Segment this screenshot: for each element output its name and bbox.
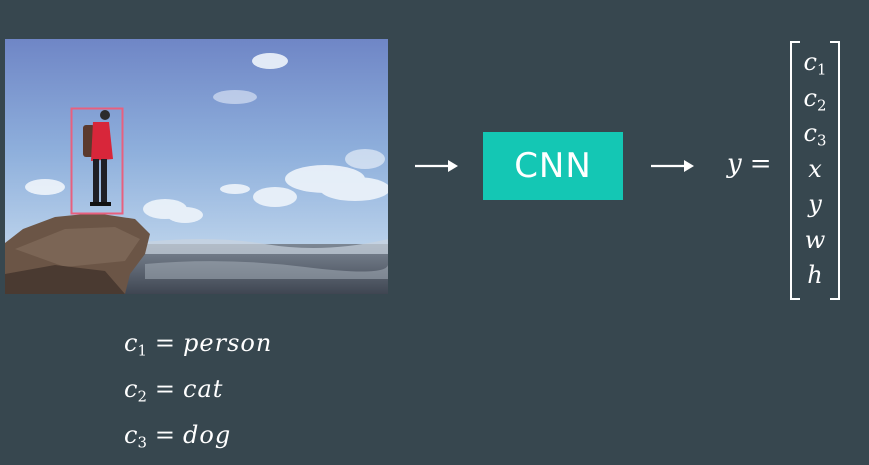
bounding-box [70,107,124,215]
arrow-right-icon [650,156,696,176]
class-name: cat [183,375,224,403]
equals-sign: = [154,375,176,403]
class-variable: c [124,329,138,357]
vector-item-base: c [803,83,817,112]
class-variable: c [124,375,138,403]
vector-item: h [807,258,822,294]
photo-illustration [5,39,388,294]
vector-item-base: c [803,48,817,76]
vector-item-subscript: 1 [816,60,827,79]
arrow-right-icon [414,156,460,176]
vector-item-base: h [807,261,823,289]
class-variable: c [124,421,138,449]
output-equation: y= [727,149,772,179]
vector-item-base: x [808,154,822,183]
output-variable: y [727,149,742,179]
class-name: person [183,329,273,357]
vector-item-base: w [804,225,826,254]
right-bracket [830,41,840,300]
equals-sign: = [749,149,772,179]
vector-item-base: y [808,190,822,218]
class-subscript: 1 [137,341,147,360]
class-name: dog [183,421,232,449]
clouds [25,53,388,223]
equals-sign: = [154,421,176,449]
class-subscript: 3 [137,433,147,452]
class-definition: c2 =cat [124,366,272,412]
vector-item: x [808,152,822,188]
vector-item-subscript: 3 [816,131,827,150]
cnn-label: CNN [514,146,592,186]
equals-sign: = [154,329,176,357]
vector-item: c3 [804,116,827,152]
vector-item: c2 [804,81,827,117]
class-subscript: 2 [137,387,147,406]
vector-item-subscript: 2 [816,95,827,114]
vector-item: w [805,223,826,259]
person [83,110,113,206]
class-definition: c3 =dog [124,412,272,458]
input-image [5,39,388,294]
vector-item: y [808,187,822,223]
vector-item: c1 [804,45,827,81]
class-definition: c1 =person [124,320,272,366]
left-bracket [790,41,800,300]
cnn-box: CNN [483,132,623,200]
vector-item-base: c [803,119,817,147]
